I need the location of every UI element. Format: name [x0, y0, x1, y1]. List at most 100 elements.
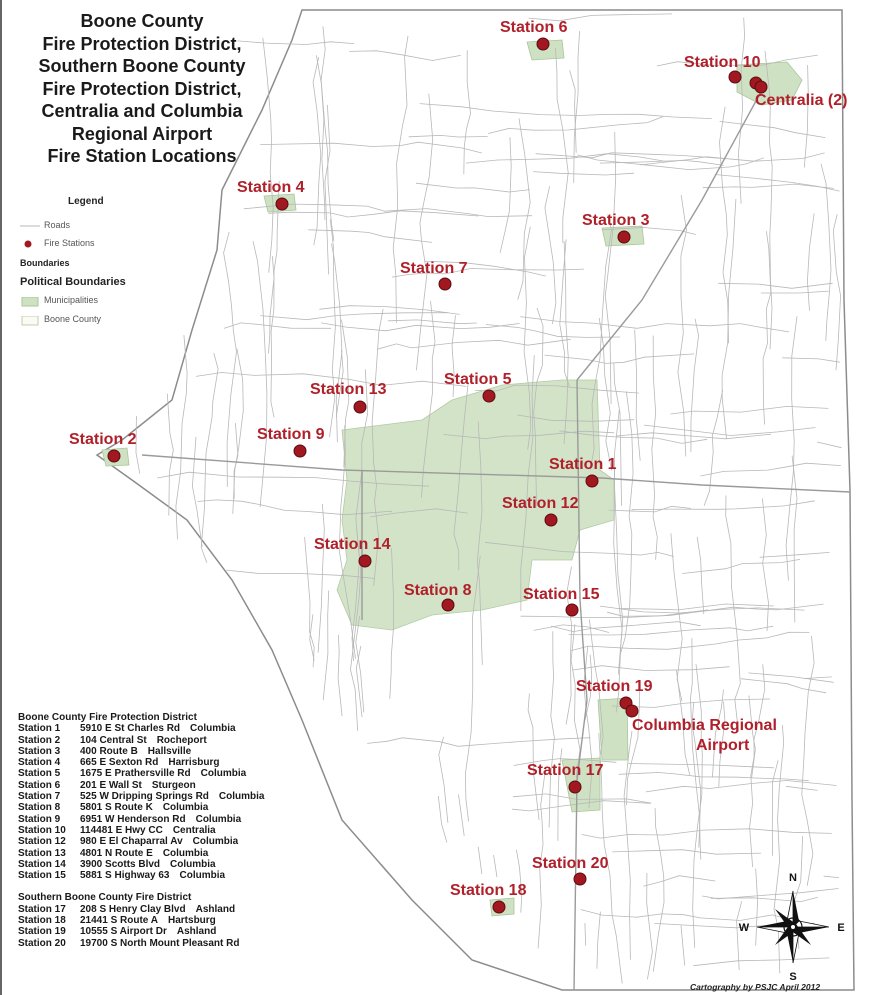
- road-segment: [226, 569, 375, 579]
- list-row-station: Station 20: [18, 937, 66, 949]
- list-row-address: 201 E Wall St: [80, 779, 142, 791]
- road-segment: [646, 872, 653, 980]
- list-row-city: Columbia: [179, 870, 226, 882]
- station-4-marker[interactable]: [275, 197, 289, 211]
- list-row-address: 208 S Henry Clay Blvd: [80, 903, 186, 915]
- road-segment: [806, 213, 815, 311]
- title-line: Regional Airport: [71, 123, 213, 144]
- station-15-marker[interactable]: [565, 603, 579, 617]
- list-row-city: Centralia: [172, 824, 216, 836]
- road-segment: [759, 552, 830, 558]
- road-segment: [628, 763, 774, 769]
- road-segment: [690, 638, 702, 860]
- list-row-city: Rocheport: [156, 734, 207, 746]
- road-line-icon: [20, 225, 40, 227]
- list-heading: Southern Boone County Fire District: [18, 892, 192, 904]
- columbia-airport-marker[interactable]: [625, 704, 639, 718]
- road-segment: [612, 849, 762, 855]
- road-segment: [464, 555, 481, 822]
- station-20-marker[interactable]: [573, 872, 587, 886]
- road-segment: [570, 631, 810, 652]
- road-segment: [329, 219, 336, 438]
- list-row-address: 104 Central St: [80, 734, 147, 746]
- road-segment: [421, 300, 436, 498]
- station-13-marker[interactable]: [353, 400, 367, 414]
- station-8-marker[interactable]: [441, 598, 455, 612]
- road-segment: [569, 70, 577, 153]
- road-segment: [499, 137, 512, 253]
- station-18-marker[interactable]: [492, 900, 506, 914]
- road-segment: [760, 290, 829, 294]
- road-segment: [677, 194, 687, 457]
- road-segment: [335, 349, 344, 417]
- list-row-address: 3900 Scotts Blvd: [80, 858, 161, 870]
- compass-w: W: [739, 922, 750, 934]
- station-1-marker[interactable]: [585, 474, 599, 488]
- road-segment: [350, 529, 362, 731]
- list-row-city: Columbia: [218, 791, 265, 803]
- sbcfd-list: Southern Boone County Fire District Stat…: [18, 892, 264, 948]
- road-segment: [817, 441, 842, 449]
- road-segment: [718, 282, 833, 289]
- road-segment: [651, 335, 658, 560]
- list-row-station: Station 10: [18, 824, 66, 836]
- legend-political-boundaries-heading: Political Boundaries: [20, 276, 126, 288]
- list-row-address: 21441 S Route A: [80, 915, 158, 927]
- road-segment: [596, 911, 601, 969]
- station-3-marker[interactable]: [617, 230, 631, 244]
- list-row-station: Station 7: [18, 791, 61, 803]
- list-row-address: 5801 S Route K: [80, 802, 153, 814]
- road-segment: [223, 322, 332, 329]
- centralia-marker-2[interactable]: [754, 80, 768, 94]
- station-14-marker[interactable]: [358, 554, 372, 568]
- compass-s: S: [789, 971, 796, 982]
- road-segment: [785, 316, 798, 581]
- road-segment: [419, 103, 712, 119]
- road-segment: [200, 352, 219, 563]
- road-segment: [351, 369, 369, 662]
- road-segment: [589, 214, 612, 471]
- station-12-marker[interactable]: [544, 513, 558, 527]
- road-segment: [583, 646, 593, 809]
- station-6-marker[interactable]: [536, 37, 550, 51]
- road-segment: [453, 383, 469, 571]
- legend-title: Legend: [68, 196, 104, 207]
- road-segment: [607, 603, 824, 617]
- road-segment: [598, 733, 623, 984]
- road-segment: [527, 693, 540, 821]
- list-row-station: Station 3: [18, 745, 61, 757]
- road-segment: [740, 678, 827, 694]
- list-row-address: 19700 S North Mount Pleasant Rd: [80, 937, 240, 949]
- road-segment: [260, 141, 482, 154]
- station-5-marker[interactable]: [482, 389, 496, 403]
- station-7-marker[interactable]: [438, 277, 452, 291]
- road-segment: [703, 389, 724, 507]
- road-segment: [233, 423, 239, 499]
- columbia-municipality: [336, 379, 615, 631]
- list-row-city: Columbia: [190, 723, 236, 735]
- road-segment: [676, 670, 691, 776]
- road-segment: [537, 769, 546, 949]
- road-segment: [513, 758, 617, 766]
- road-segment: [559, 239, 570, 387]
- list-row-address: 980 E El Chaparral Av: [80, 836, 183, 848]
- road-segment: [535, 152, 727, 160]
- station-17-marker[interactable]: [568, 780, 582, 794]
- station-9-marker[interactable]: [293, 444, 307, 458]
- station-10-marker[interactable]: [728, 70, 742, 84]
- station-18-label: Station 18: [450, 882, 527, 899]
- county-swatch-icon: [21, 316, 39, 326]
- road-segment: [517, 414, 635, 422]
- road-segment: [645, 780, 837, 793]
- road-segment: [581, 828, 832, 839]
- list-row-city: Columbia: [170, 858, 216, 870]
- road-segment: [719, 106, 729, 344]
- station-2-marker[interactable]: [107, 449, 121, 463]
- road-segment: [391, 268, 585, 278]
